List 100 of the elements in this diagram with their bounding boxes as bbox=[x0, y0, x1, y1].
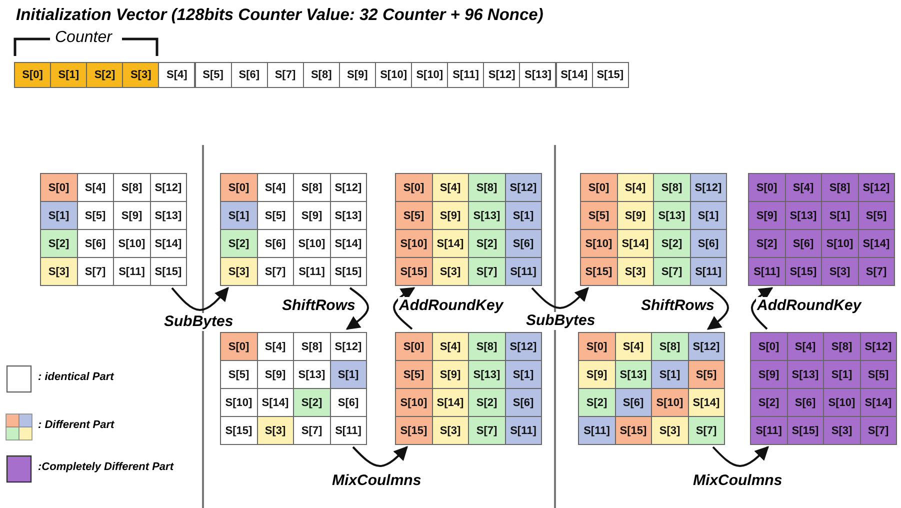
matrix-cell: S[7] bbox=[468, 257, 506, 286]
matrix-cell: S[10] bbox=[395, 388, 432, 417]
matrix-cell: S[2] bbox=[86, 62, 124, 88]
curved-arrow bbox=[393, 287, 416, 330]
matrix-cell: S[6] bbox=[690, 229, 727, 258]
matrix-cell: S[4] bbox=[158, 62, 196, 88]
matrix-cell: S[10] bbox=[651, 388, 688, 417]
legend-label: : Different Part bbox=[38, 419, 114, 431]
matrix-cell: S[11] bbox=[690, 257, 727, 286]
matrix-cell: S[6] bbox=[504, 229, 542, 258]
matrix-cell: S[10] bbox=[580, 229, 618, 258]
edge-label: SubBytes bbox=[525, 312, 596, 330]
matrix-cell: S[0] bbox=[750, 332, 788, 361]
matrix-cell: S[2] bbox=[468, 229, 506, 258]
matrix-cell: S[3] bbox=[220, 257, 258, 286]
matrix-cell: S[6] bbox=[504, 388, 542, 417]
matrix-cell: S[4] bbox=[432, 332, 469, 361]
matrix-cell: S[5] bbox=[860, 360, 897, 389]
matrix-cell: S[12] bbox=[330, 173, 367, 202]
matrix-cell: S[3] bbox=[651, 416, 688, 445]
curved-arrow bbox=[712, 446, 769, 467]
matrix-cell: S[11] bbox=[447, 62, 484, 88]
matrix-cell: S[10] bbox=[411, 62, 448, 88]
matrix-cell: S[12] bbox=[688, 332, 725, 361]
matrix-cell: S[9] bbox=[616, 201, 654, 230]
matrix-cell: S[11] bbox=[750, 416, 788, 445]
matrix-cell: S[0] bbox=[220, 332, 258, 361]
curved-arrow bbox=[706, 287, 729, 330]
matrix-cell: S[0] bbox=[578, 332, 616, 361]
matrix-cell: S[13] bbox=[468, 201, 506, 230]
matrix-cell: S[2] bbox=[653, 229, 690, 258]
matrix-cell: S[3] bbox=[432, 257, 469, 286]
matrix-cell: S[14] bbox=[688, 388, 725, 417]
matrix-cell: S[12] bbox=[504, 173, 542, 202]
matrix-cell: S[1] bbox=[821, 201, 858, 230]
matrix-cell: S[9] bbox=[578, 360, 616, 389]
matrix-cell: S[15] bbox=[592, 62, 629, 88]
matrix-cell: S[4] bbox=[784, 173, 822, 202]
matrix-cell: S[9] bbox=[748, 201, 786, 230]
curved-arrow bbox=[346, 287, 369, 330]
vector-bar bbox=[14, 62, 628, 87]
edge-label: AddRoundKey bbox=[756, 297, 862, 315]
matrix-cell: S[15] bbox=[330, 257, 367, 286]
legend-label: : identical Part bbox=[38, 371, 114, 383]
matrix-cell: S[4] bbox=[614, 332, 652, 361]
matrix-cell: S[8] bbox=[653, 173, 690, 202]
matrix-cell: S[12] bbox=[858, 173, 895, 202]
matrix-cell: S[7] bbox=[266, 62, 304, 88]
matrix-cell: S[0] bbox=[14, 62, 52, 88]
matrix-cell: S[14] bbox=[432, 229, 469, 258]
matrix-cell: S[15] bbox=[395, 257, 432, 286]
matrix-cell: S[8] bbox=[823, 332, 860, 361]
state-matrix bbox=[395, 173, 541, 285]
matrix-cell: S[3] bbox=[256, 416, 294, 445]
matrix-cell: S[14] bbox=[860, 388, 897, 417]
legend-label: :Completely Different Part bbox=[38, 461, 174, 473]
matrix-cell: S[8] bbox=[821, 173, 858, 202]
matrix-cell: S[0] bbox=[395, 173, 432, 202]
matrix-cell: S[0] bbox=[220, 173, 258, 202]
matrix-cell: S[6] bbox=[230, 62, 268, 88]
matrix-cell: S[10] bbox=[823, 388, 860, 417]
matrix-cell: S[5] bbox=[194, 62, 232, 88]
matrix-cell: S[0] bbox=[395, 332, 432, 361]
matrix-cell: S[4] bbox=[786, 332, 824, 361]
matrix-cell: S[8] bbox=[468, 173, 506, 202]
matrix-cell: S[4] bbox=[432, 173, 469, 202]
matrix-cell: S[10] bbox=[395, 229, 432, 258]
matrix-cell: S[7] bbox=[858, 257, 895, 286]
matrix-cell: S[7] bbox=[860, 416, 897, 445]
matrix-cell: S[11] bbox=[578, 416, 616, 445]
matrix-cell: S[2] bbox=[40, 229, 78, 258]
matrix-cell: S[15] bbox=[395, 416, 432, 445]
matrix-cell: S[15] bbox=[784, 257, 822, 286]
matrix-cell: S[9] bbox=[338, 62, 376, 88]
matrix-cell: S[15] bbox=[614, 416, 652, 445]
matrix-cell: S[6] bbox=[786, 388, 824, 417]
matrix-cell: S[1] bbox=[330, 360, 367, 389]
matrix-cell: S[0] bbox=[40, 173, 78, 202]
matrix-cell: S[2] bbox=[578, 388, 616, 417]
state-matrix bbox=[395, 332, 541, 444]
matrix-cell: S[5] bbox=[580, 201, 618, 230]
matrix-cell: S[1] bbox=[504, 201, 542, 230]
matrix-cell: S[1] bbox=[504, 360, 542, 389]
matrix-cell: S[1] bbox=[823, 360, 860, 389]
matrix-cell: S[14] bbox=[432, 388, 469, 417]
matrix-cell: S[12] bbox=[504, 332, 542, 361]
matrix-cell: S[3] bbox=[432, 416, 469, 445]
state-matrix bbox=[220, 332, 366, 444]
state-matrix bbox=[750, 332, 896, 444]
curved-arrow bbox=[171, 286, 229, 311]
matrix-cell: S[15] bbox=[580, 257, 618, 286]
curved-arrow bbox=[750, 287, 774, 330]
state-matrix bbox=[578, 332, 724, 444]
state-matrix bbox=[220, 173, 366, 285]
matrix-cell: S[15] bbox=[150, 257, 187, 286]
state-matrix bbox=[748, 173, 894, 285]
matrix-cell: S[0] bbox=[580, 173, 618, 202]
matrix-cell: S[1] bbox=[220, 201, 258, 230]
matrix-cell: S[3] bbox=[823, 416, 860, 445]
matrix-cell: S[13] bbox=[614, 360, 652, 389]
